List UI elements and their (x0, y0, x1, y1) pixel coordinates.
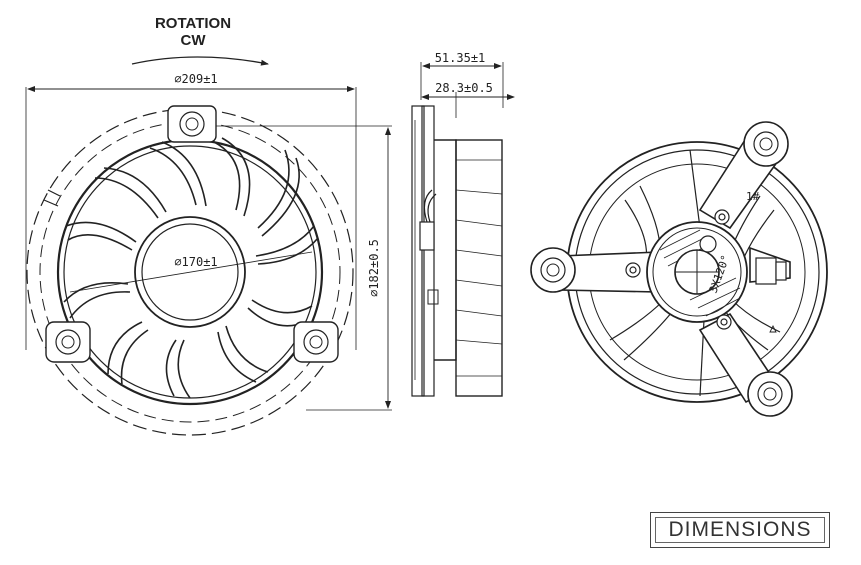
dimensions-badge-label: DIMENSIONS (668, 518, 812, 541)
rear-view: 3X120° 1# (530, 121, 828, 417)
rear-lug-left (530, 247, 576, 293)
rear-lug-top (743, 121, 789, 167)
cable-gland (755, 257, 787, 285)
hub-outer (134, 216, 246, 328)
rear-lug-bottom (747, 371, 793, 417)
rotation-direction: CW (181, 32, 207, 49)
outer-diameter-label: ⌀209±1 (174, 72, 217, 86)
dimensions-badge: DIMENSIONS (650, 512, 830, 548)
arm-screws (625, 209, 732, 330)
front-view: ROTATION CW ⌀209±1 (25, 15, 392, 436)
hub-diameter-line (69, 251, 313, 293)
height-dim-label: ⌀182±0.5 (367, 239, 381, 297)
total-depth-label: 51.35±1 (435, 51, 486, 65)
impeller-blades (63, 137, 319, 399)
frame-depth-label: 28.3±0.5 (435, 81, 493, 95)
hub-diameter-label: ⌀170±1 (174, 255, 217, 269)
mounting-lug-left (45, 321, 91, 363)
rotation-label: ROTATION (155, 15, 231, 32)
marker-1-label: 1# (746, 190, 760, 203)
mounting-lug-top (167, 105, 217, 143)
mounting-lug-right (293, 321, 339, 363)
rotation-arrow (131, 56, 269, 66)
side-view: 51.35±1 28.3±0.5 (411, 51, 515, 397)
cable-connector (419, 189, 437, 251)
